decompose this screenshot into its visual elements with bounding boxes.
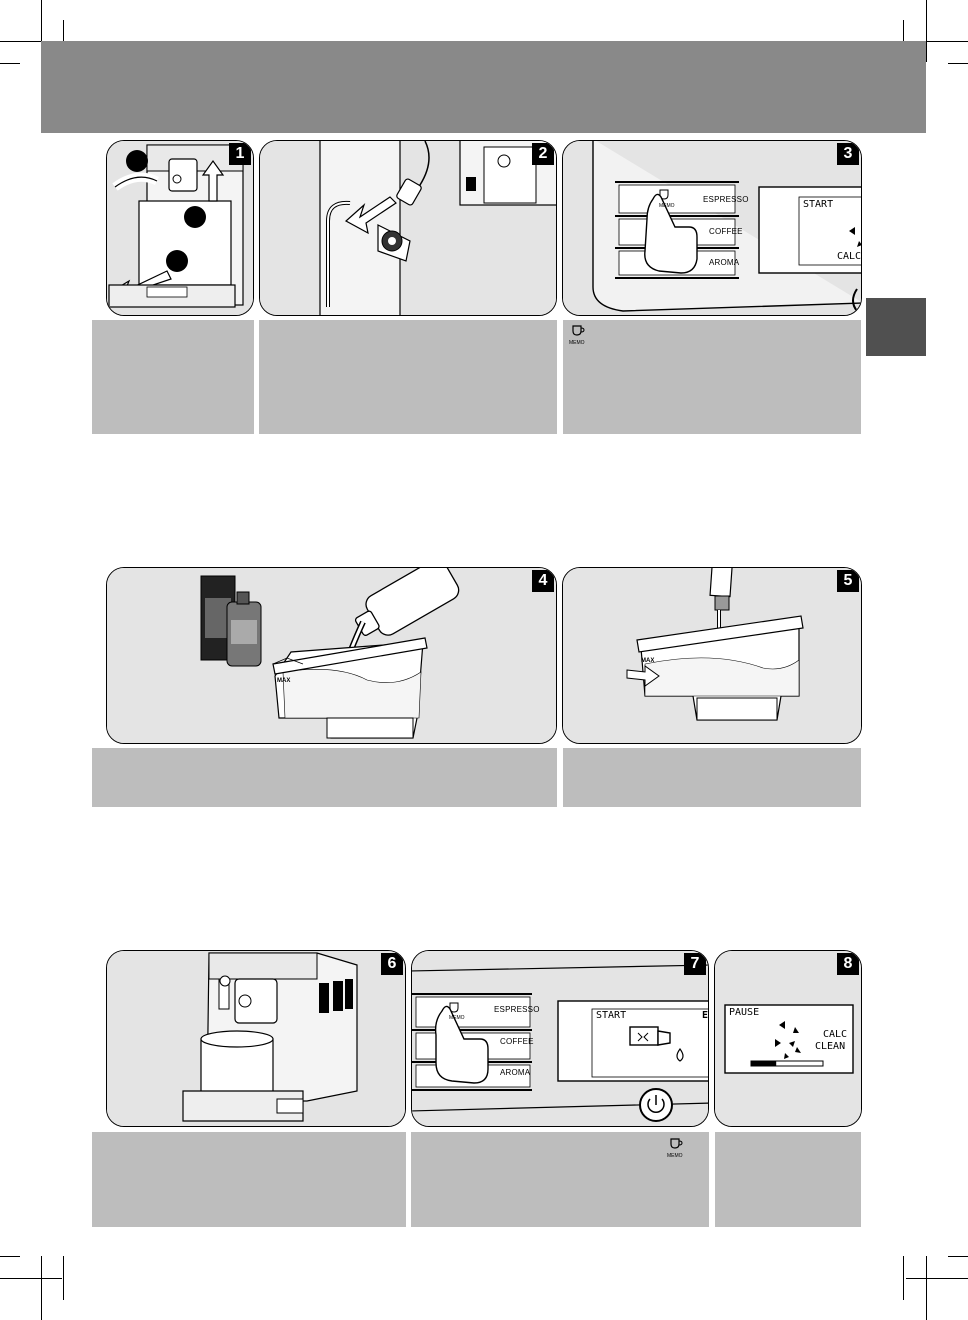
pour-descaler-illustration [107,568,556,743]
display-e-text: E [702,1010,709,1021]
espresso-button-label: ESPRESSO [494,1005,540,1014]
step-6-caption [92,1132,406,1227]
step-4-caption [92,748,557,807]
memo-cup-icon [572,325,585,336]
machine-container-illustration [107,951,405,1126]
step-2-caption [259,320,557,434]
step-6-illustration: 6 [106,950,406,1127]
step-number-badge: 5 [837,570,859,592]
coffee-button-label: COFFEE [709,227,743,236]
step-1-illustration: 1 [106,140,254,316]
step-2-illustration: 2 [259,140,557,316]
aroma-button-label: AROMA [709,258,740,267]
step-number-badge: 7 [684,953,706,975]
section-side-tab [866,298,926,356]
display-start-text: START [803,199,834,210]
step-3-caption: MEMO [563,320,861,434]
crop-mark [41,0,42,62]
aroma-button-label: AROMA [500,1068,531,1077]
memo-label: MEMO [659,203,675,209]
tank-max-label: MAX [641,658,655,664]
display-pause-illustration [715,951,861,1126]
step-number-badge: 1 [229,143,251,165]
display-calc-text: CALC [823,1029,848,1040]
step-number-badge: 8 [837,953,859,975]
step-number-badge: 2 [532,143,554,165]
crop-mark [0,63,20,64]
machine-front-illustration [107,141,253,315]
coffee-button-label: COFFEE [500,1037,534,1046]
hot-water-spout-illustration [260,141,556,315]
fill-tank-illustration [563,568,861,743]
step-7-illustration: ESPRESSO COFFEE AROMA MEMO START E 7 [411,950,709,1127]
crop-mark [63,1256,64,1300]
memo-cup-icon [670,1138,683,1149]
progress-bar-fill [751,1061,777,1066]
crop-mark [903,1256,904,1300]
crop-mark [906,1278,968,1279]
step-number-badge: 3 [837,143,859,165]
crop-mark [926,0,927,62]
header-band [41,41,926,133]
crop-mark [948,1256,968,1257]
step-5-caption [563,748,861,807]
step-5-illustration: MAX 5 [562,567,862,744]
memo-label: MEMO [449,1015,465,1021]
step-3-illustration: ESPRESSO COFFEE AROMA MEMO START CALC 3 [562,140,862,316]
crop-mark [0,1256,20,1257]
step-number-badge: 6 [381,953,403,975]
crop-mark [41,1256,42,1320]
display-start-text: START [596,1010,627,1021]
crop-mark [0,1278,62,1279]
control-panel-start-illustration [412,951,708,1126]
crop-mark [906,41,968,42]
step-8-illustration: PAUSE CALC CLEAN 8 [714,950,862,1127]
step-7-caption: MEMO [411,1132,709,1227]
display-calc-text: CALC [837,251,862,262]
memo-icon-label: MEMO [569,340,585,346]
step-1-caption [92,320,254,434]
espresso-button-label: ESPRESSO [703,195,749,204]
crop-mark [948,63,968,64]
tank-max-label: MAX [277,678,291,684]
step-8-caption [715,1132,861,1227]
display-clean-text: CLEAN [815,1041,846,1052]
memo-icon-label: MEMO [667,1153,683,1159]
step-4-illustration: MAX 4 [106,567,557,744]
crop-mark [0,41,62,42]
display-pause-text: PAUSE [729,1007,760,1018]
control-panel-illustration [563,141,861,315]
step-number-badge: 4 [532,570,554,592]
crop-mark [926,1256,927,1320]
